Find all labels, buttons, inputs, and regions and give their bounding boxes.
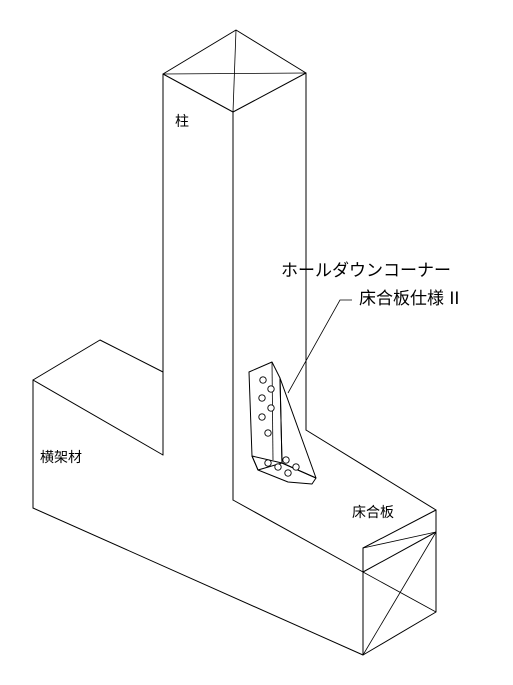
bracket-base-plate [251,455,317,485]
bracket-hole [258,394,266,402]
column-label: 柱 [175,114,189,130]
column [162,29,307,501]
bracket-hole [292,463,300,471]
bracket-hole [267,404,275,412]
floor-board-top-end [362,509,437,549]
bracket-hole [259,376,267,384]
beam-top-front-edge [232,499,364,573]
beam-bottom-front-edge [32,507,364,656]
product-spec-label: 床合板仕様 II [359,289,459,309]
product-name-label: ホールダウンコーナー [281,261,451,281]
beam-label: 横架材 [40,450,82,466]
bracket-hole [274,463,282,471]
bracket-hole [264,429,272,437]
floor-board-end-diagonal [362,531,437,549]
column-top-diagonal-2 [232,29,237,113]
beam [32,339,437,656]
beam-top-back-left [32,339,164,381]
beam-top-back-right [305,429,437,511]
beam-end-diagonal-2 [362,531,437,656]
bracket-leader-line [287,299,352,394]
bracket-hole [267,385,275,393]
bracket-hole [282,456,290,464]
beam-end-diagonal-1 [362,571,437,613]
beam-top-left-edge [32,379,164,456]
hold-down-bracket [248,361,317,485]
bracket-hole [264,459,272,467]
bracket-hole [284,469,292,477]
bracket-hole [258,413,266,421]
floor-board-label: 床合板 [352,505,394,521]
